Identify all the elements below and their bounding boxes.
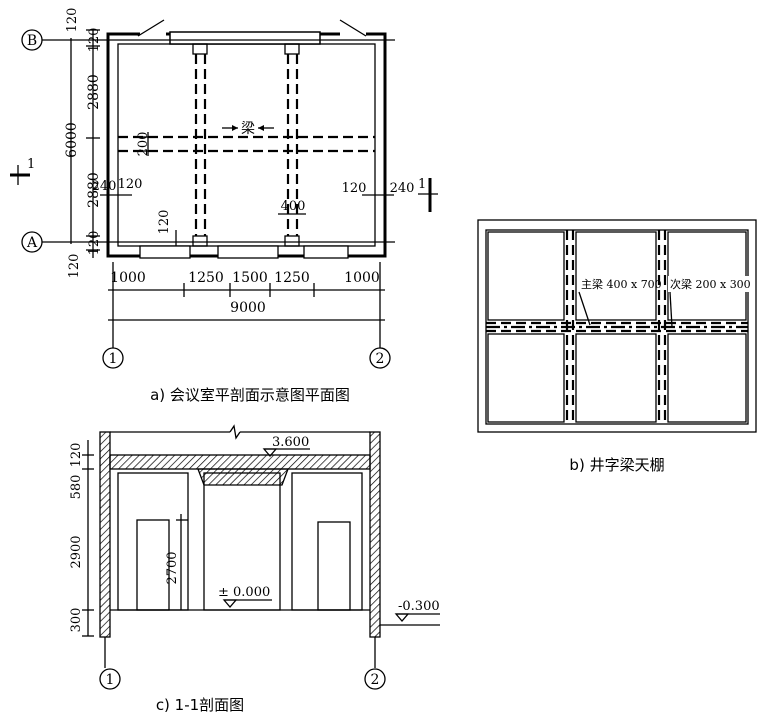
panel-6 [667, 333, 747, 423]
section-axis-label-2: 2 [371, 672, 380, 688]
axis-label-1: 1 [109, 351, 118, 367]
axis-bubble-b [21, 29, 43, 51]
panel-4 [487, 333, 565, 423]
dim-6000: 6000 [64, 122, 80, 158]
dim-2880-bottom: 2880 [86, 172, 102, 208]
dim-120-column: 120 [157, 210, 172, 235]
beam-label: 梁 [241, 121, 255, 137]
section-axis-bubble-1 [99, 668, 121, 690]
dim-section-2900: 2900 [69, 535, 84, 568]
dim-bottom-1000-right: 1000 [344, 270, 380, 286]
dim-400: 400 [281, 199, 306, 214]
door-right [317, 521, 351, 611]
secondary-beam-label: 次梁 200 x 300 [670, 277, 751, 291]
axis-bubble-a [21, 231, 43, 253]
dim-top-120: 120 [65, 8, 80, 33]
caption-section: c) 1-1剖面图 [156, 696, 244, 714]
column-bottom-1 [192, 235, 208, 247]
axis-label-a: A [26, 235, 38, 251]
caption-ceiling: b) 井字梁天棚 [569, 456, 664, 474]
window-bottom-3 [303, 245, 349, 259]
dim-120-left: 120 [118, 177, 143, 192]
axis-label-b: B [27, 33, 37, 49]
section-mark-right-label: 1 [418, 177, 426, 192]
window-top-right [339, 19, 367, 37]
section-view: 2700 3.600 ± 0.000 -0.300 120 580 2900 3… [69, 424, 440, 714]
column-top-1 [192, 43, 208, 55]
dim-120-a: 120 [87, 231, 102, 256]
panel-5 [575, 333, 657, 423]
roof-slab [109, 454, 371, 470]
wall-left [99, 431, 111, 638]
dim-200: 200 [136, 132, 151, 157]
panel-2 [575, 231, 657, 321]
ceiling-outer [477, 219, 757, 433]
dim-bottom-120: 120 [67, 254, 82, 279]
dim-section-120: 120 [69, 443, 84, 468]
axis-label-2: 2 [376, 351, 385, 367]
window-bottom-2 [217, 245, 279, 259]
window-top-left [137, 19, 165, 37]
column-bottom-2 [284, 235, 300, 247]
section-mark-left-label: 1 [27, 157, 35, 172]
door-left [136, 519, 170, 611]
floor-plan: B A 6000 120 120 2880 2880 120 120 1 1 2… [10, 8, 438, 404]
axis-bubble-2 [369, 347, 391, 369]
panel-1 [487, 231, 565, 321]
elevation-marker-neg [394, 613, 410, 622]
room-bay-left [117, 472, 189, 611]
caption-plan: a) 会议室平剖面示意图平面图 [150, 386, 350, 404]
elevation-marker-zero [222, 599, 238, 608]
window-top-middle [169, 31, 321, 45]
dim-bottom-1000-left: 1000 [110, 270, 146, 286]
dim-bottom-1250-left: 1250 [188, 270, 224, 286]
section-axis-label-1: 1 [106, 672, 115, 688]
dim-section-300: 300 [69, 608, 84, 633]
dim-240-right: 240 [390, 181, 415, 196]
ceiling-plan: 主梁 400 x 700 次梁 200 x 300 b) 井字梁天棚 [477, 219, 757, 474]
elevation-3600: 3.600 [272, 435, 309, 450]
dim-total-9000: 9000 [230, 300, 266, 316]
main-beam-section [197, 468, 289, 486]
axis-bubble-1 [102, 347, 124, 369]
dim-240-left: 240 [92, 179, 117, 194]
section-axis-bubble-2 [364, 668, 386, 690]
dim-section-580: 580 [69, 475, 84, 500]
elevation-neg300: -0.300 [398, 599, 440, 614]
window-bottom-1 [139, 245, 191, 259]
wall-right [369, 431, 381, 638]
dim-120-b: 120 [87, 28, 102, 53]
room-bay-right [291, 472, 363, 611]
elevation-0000: ± 0.000 [218, 585, 270, 600]
dim-bottom-1250-right: 1250 [274, 270, 310, 286]
dim-120-right: 120 [342, 181, 367, 196]
dim-bottom-1500: 1500 [232, 270, 268, 286]
column-top-2 [284, 43, 300, 55]
main-beam-label: 主梁 400 x 700 [581, 277, 662, 291]
dim-2880-top: 2880 [86, 74, 102, 110]
dim-2700: 2700 [165, 551, 180, 584]
